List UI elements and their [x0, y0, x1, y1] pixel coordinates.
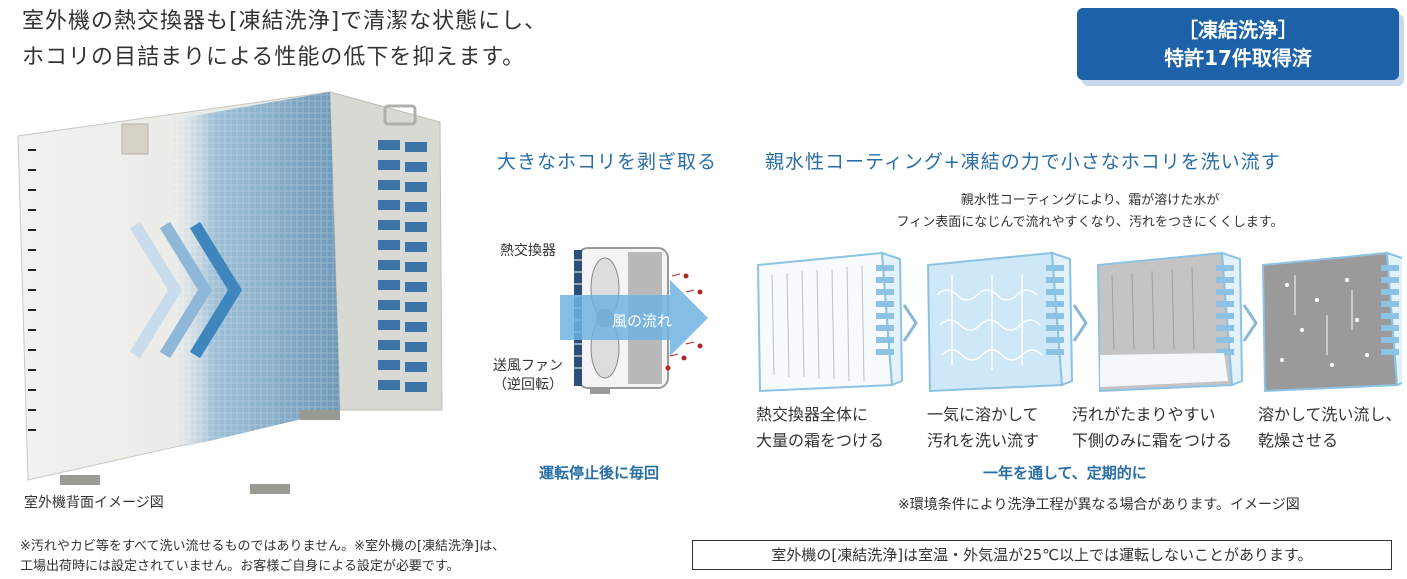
patent-badge: ［凍結洗浄］ 特許17件取得済 [1077, 8, 1399, 80]
step1-unit [756, 251, 904, 393]
disclaimer: ※環境条件により洗浄工程が異なる場合があります。イメージ図 [898, 497, 1300, 513]
step4-unit [1261, 251, 1402, 393]
step4-label: 溶かして洗い流し、 乾燥させる [1258, 402, 1402, 454]
temperature-note: 室外機の[凍結洗浄]は室温・外気温が25℃以上では運転しないことがあります。 [692, 540, 1392, 570]
step2-line1: 一気に溶かして [927, 405, 1039, 424]
left-panel-timing: 運転停止後に毎回 [539, 464, 660, 482]
step3-unit [1096, 251, 1244, 393]
fan-label-line1: 送風ファン [493, 358, 563, 374]
cleaning-steps-illustration [756, 251, 1402, 393]
headline-line2: ホコリの目詰まりによる性能の低下を抑えます。 [22, 45, 526, 70]
footnote: ※汚れやカビ等をすべて洗い流せるものではありません。※室外機の[凍結洗浄]は、 … [20, 537, 505, 577]
step2-unit [926, 251, 1074, 393]
footnote-line2: 工場出荷時には設定されていません。お客様ご自身による設定が必要です。 [20, 559, 460, 574]
step1-line1: 熱交換器全体に [756, 405, 869, 424]
right-panel-title: 親水性コーティング+凍結の力で小さなホコリを洗い流す [765, 151, 1281, 173]
step3-line2: 下側のみに霜をつける [1072, 431, 1233, 450]
step4-line2: 乾燥させる [1258, 431, 1339, 450]
outdoor-unit-illustration [17, 91, 443, 494]
fan-label: 送風ファン （逆回転） [493, 357, 563, 395]
step2-label: 一気に溶かして 汚れを洗い流す [927, 402, 1039, 454]
left-panel-title: 大きなホコリを剥ぎ取る [497, 151, 718, 173]
right-panel-timing: 一年を通して、定期的に [983, 464, 1147, 482]
description-line2: フィン表面になじんで流れやすくなり、汚れをつきにくくします。 [896, 215, 1284, 230]
photo-caption: 室外機背面イメージ図 [24, 495, 164, 511]
right-panel-description: 親水性コーティングにより、霜が溶けた水が フィン表面になじんで流れやすくなり、汚… [820, 190, 1360, 234]
description-line1: 親水性コーティングにより、霜が溶けた水が [960, 193, 1220, 208]
step1-label: 熱交換器全体に 大量の霜をつける [756, 402, 884, 454]
fan-diagram [560, 247, 708, 394]
badge-line2: 特許17件取得済 [1164, 46, 1312, 70]
badge-line1: ［凍結洗浄］ [1178, 18, 1298, 42]
headline: 室外機の熱交換器も[凍結洗浄]で清潔な状態にし、 ホコリの目詰まりによる性能の低… [22, 4, 547, 76]
fan-label-line2: （逆回転） [493, 377, 563, 393]
step1-line2: 大量の霜をつける [756, 431, 885, 450]
headline-line1: 室外機の熱交換器も[凍結洗浄]で清潔な状態にし、 [22, 9, 548, 34]
step3-label: 汚れがたまりやすい 下側のみに霜をつける [1072, 402, 1232, 454]
step3-line1: 汚れがたまりやすい [1072, 405, 1216, 424]
footnote-line1: ※汚れやカビ等をすべて洗い流せるものではありません。※室外機の[凍結洗浄]は、 [20, 539, 506, 554]
heat-exchanger-label: 熱交換器 [500, 243, 556, 259]
airflow-label: 風の流れ [612, 312, 673, 330]
step4-line1: 溶かして洗い流し、 [1258, 405, 1402, 424]
step2-line2: 汚れを洗い流す [927, 431, 1040, 450]
